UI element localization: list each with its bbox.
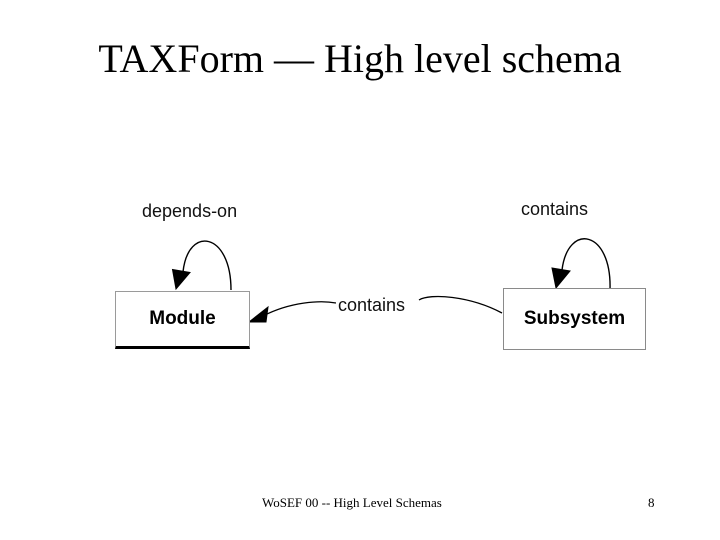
edge-label-depends-on: depends-on [140, 201, 240, 222]
footer-page-number: 8 [648, 495, 655, 510]
edge-label-contains-module: contains [336, 295, 408, 316]
entity-box-subsystem[interactable]: Subsystem [503, 288, 646, 350]
entity-box-module[interactable]: Module [115, 291, 250, 349]
connector-contains-subsystem-to-module [247, 295, 503, 323]
connector-depends-on-self-loop [171, 240, 232, 291]
footer-text: WoSEF 00 -- High Level Schemas [262, 495, 442, 510]
entity-label-module: Module [149, 308, 216, 329]
page-title: TAXForm — High level schema [98, 36, 622, 81]
entity-label-subsystem: Subsystem [523, 308, 626, 329]
edge-label-contains-subsystem: contains [519, 199, 591, 220]
connector-contains-self-loop [551, 238, 611, 291]
